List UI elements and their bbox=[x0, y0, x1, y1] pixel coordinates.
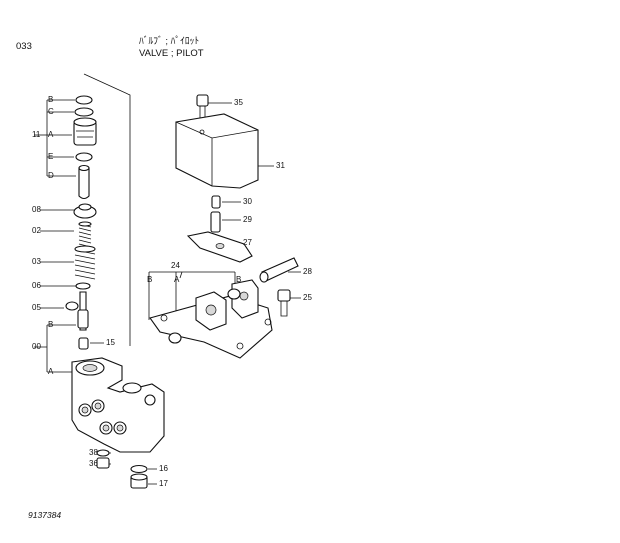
part-35-plug bbox=[196, 94, 209, 119]
label-letter-e: E bbox=[48, 152, 54, 161]
part-36-plug bbox=[96, 457, 110, 469]
part-29-pin bbox=[210, 211, 221, 233]
drawing-number: 9137384 bbox=[28, 510, 62, 520]
callout-05: 05 bbox=[32, 303, 41, 312]
part-31-cover bbox=[175, 113, 259, 189]
part-03-spring bbox=[74, 245, 96, 280]
title-english: VALVE ; PILOT bbox=[139, 48, 204, 59]
label-letter-b: B bbox=[48, 95, 54, 104]
valve-body bbox=[71, 357, 165, 453]
part-02-spring bbox=[78, 221, 92, 248]
callout-24: 24 bbox=[171, 261, 180, 270]
part-27-lever bbox=[186, 231, 253, 263]
callout-28: 28 bbox=[303, 267, 312, 276]
callout-02: 02 bbox=[32, 226, 41, 235]
callout-38: 38 bbox=[89, 448, 98, 457]
part-06-washer bbox=[75, 282, 91, 290]
callout-27: 27 bbox=[243, 238, 252, 247]
part-24-base bbox=[149, 279, 273, 359]
callout-00: 00 bbox=[32, 342, 41, 351]
part-25-bolt bbox=[277, 289, 291, 317]
title-japanese: ﾊﾞﾙﾌﾞ ; ﾊﾟｲﾛｯﾄ bbox=[139, 36, 200, 47]
label-letter-b: B bbox=[236, 275, 242, 284]
label-letter-c: C bbox=[48, 107, 54, 116]
part-b-seal bbox=[75, 95, 93, 105]
callout-36: 36 bbox=[89, 459, 98, 468]
callout-16: 16 bbox=[159, 464, 168, 473]
callout-06: 06 bbox=[32, 281, 41, 290]
label-letter-a: A bbox=[48, 130, 54, 139]
label-letter-b: B bbox=[48, 320, 54, 329]
assembly-leader-line bbox=[83, 73, 131, 346]
part-24-bushing bbox=[168, 288, 241, 344]
callout-25: 25 bbox=[303, 293, 312, 302]
callout-03: 03 bbox=[32, 257, 41, 266]
label-letter-a: A bbox=[174, 275, 180, 284]
part-c-oring bbox=[74, 107, 94, 117]
part-d-pin bbox=[78, 164, 90, 200]
label-letter-b: B bbox=[147, 275, 153, 284]
part-30-pin bbox=[211, 195, 221, 209]
part-17-plug bbox=[130, 473, 148, 489]
label-letter-d: D bbox=[48, 171, 54, 180]
part-a-plug bbox=[73, 117, 97, 146]
part-38-oring bbox=[96, 449, 110, 457]
callout-31: 31 bbox=[276, 161, 285, 170]
callout-30: 30 bbox=[243, 197, 252, 206]
callout-08: 08 bbox=[32, 205, 41, 214]
part-05-spool bbox=[65, 291, 89, 331]
part-28-pin bbox=[259, 257, 299, 283]
callout-17: 17 bbox=[159, 479, 168, 488]
part-16-oring bbox=[130, 464, 148, 474]
callout-11: 11 bbox=[32, 130, 41, 139]
callout-35: 35 bbox=[234, 98, 243, 107]
part-15-plug bbox=[78, 337, 89, 350]
callout-29: 29 bbox=[243, 215, 252, 224]
callout-15: 15 bbox=[106, 338, 115, 347]
page-code: 033 bbox=[16, 41, 32, 52]
label-letter-a: A bbox=[48, 367, 54, 376]
part-e-washer bbox=[75, 152, 93, 162]
part-08-seat bbox=[73, 203, 97, 219]
